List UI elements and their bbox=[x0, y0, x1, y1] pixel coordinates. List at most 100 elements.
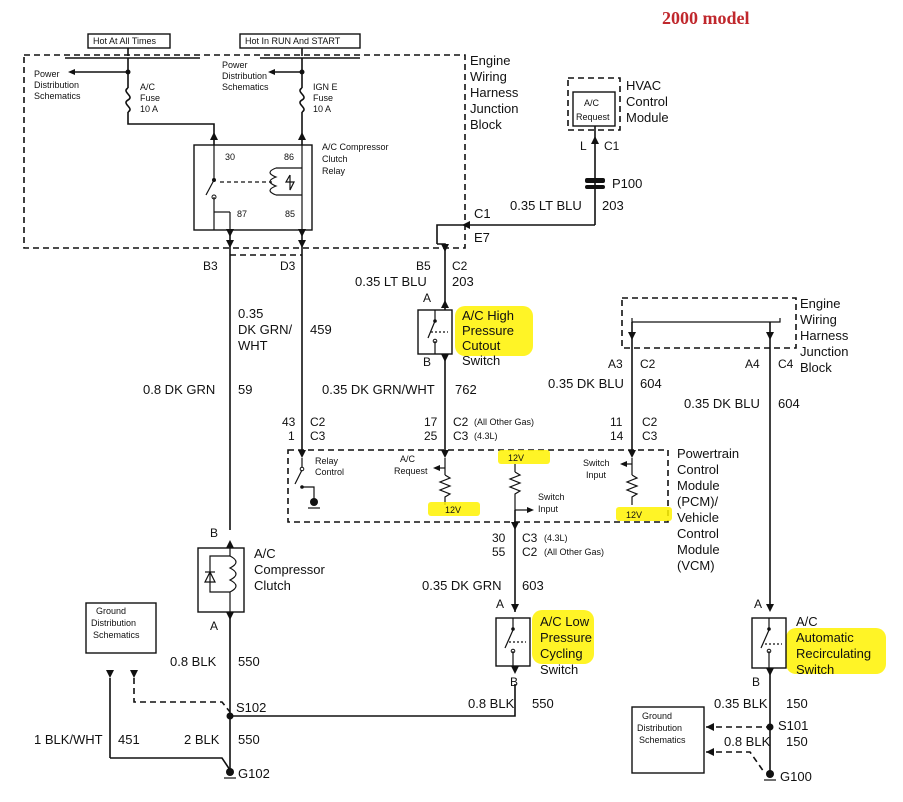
svg-text:WHT: WHT bbox=[238, 338, 268, 353]
svg-text:Junction: Junction bbox=[800, 344, 848, 359]
highlight-12v-a bbox=[428, 502, 480, 516]
svg-text:B: B bbox=[210, 526, 218, 540]
svg-text:0.35 LT BLU: 0.35 LT BLU bbox=[355, 274, 427, 289]
svg-text:604: 604 bbox=[640, 376, 662, 391]
svg-text:Harness: Harness bbox=[800, 328, 849, 343]
hot-in-run-start-label: Hot In RUN And START bbox=[239, 33, 361, 49]
ewhjb-right-border bbox=[621, 297, 797, 349]
svg-text:A/C: A/C bbox=[796, 614, 818, 629]
svg-text:12V: 12V bbox=[508, 453, 524, 463]
ac-fuse-label: A/C Fuse 10 A bbox=[140, 82, 160, 114]
svg-text:Schematics: Schematics bbox=[93, 630, 140, 640]
ground-g102: G102 bbox=[224, 766, 270, 781]
svg-text:2 BLK: 2 BLK bbox=[184, 732, 220, 747]
svg-text:0.8 DK GRN: 0.8 DK GRN bbox=[143, 382, 215, 397]
svg-text:C2: C2 bbox=[522, 545, 538, 559]
svg-text:0.8 BLK: 0.8 BLK bbox=[468, 696, 515, 711]
svg-text:14: 14 bbox=[610, 429, 624, 443]
wire-203-hvac-label: 0.35 LT BLU 203 bbox=[510, 198, 624, 213]
svg-text:A/C Low: A/C Low bbox=[540, 614, 590, 629]
wire-203-label: 0.35 LT BLU 203 bbox=[355, 274, 474, 289]
svg-text:762: 762 bbox=[455, 382, 477, 397]
svg-text:Schematics: Schematics bbox=[222, 82, 269, 92]
svg-text:Module: Module bbox=[677, 542, 720, 557]
relay-control-label: Relay Control bbox=[315, 456, 344, 477]
svg-text:C3: C3 bbox=[642, 429, 658, 443]
svg-text:Clutch: Clutch bbox=[322, 154, 348, 164]
p100-connector: P100 bbox=[585, 176, 642, 191]
wire-459-label: 0.35 DK GRN/ WHT 459 bbox=[238, 306, 332, 353]
hot-at-all-times-label: Hot At All Times bbox=[87, 33, 171, 49]
svg-text:1: 1 bbox=[288, 429, 295, 443]
svg-text:A: A bbox=[210, 619, 218, 633]
svg-text:10 A: 10 A bbox=[140, 104, 158, 114]
svg-text:Vehicle: Vehicle bbox=[677, 510, 719, 525]
pcm-label: Powertrain Control Module (PCM)/ Vehicle… bbox=[677, 446, 739, 573]
svg-text:Switch: Switch bbox=[583, 458, 610, 468]
highlight-recirc bbox=[786, 628, 886, 674]
hvac-module-border bbox=[567, 77, 621, 131]
ac-request-box bbox=[572, 91, 616, 127]
wire-604a-label: 0.35 DK BLU 604 bbox=[548, 376, 662, 391]
svg-text:550: 550 bbox=[238, 732, 260, 747]
svg-text:451: 451 bbox=[118, 732, 140, 747]
svg-text:Switch: Switch bbox=[462, 353, 500, 368]
pcm-pins-mid: 17 25 C2 C3 (All Other Gas) (4.3L) bbox=[424, 415, 534, 443]
svg-text:C1: C1 bbox=[604, 139, 620, 153]
svg-text:Junction: Junction bbox=[470, 101, 518, 116]
svg-text:Pressure: Pressure bbox=[462, 323, 514, 338]
svg-text:459: 459 bbox=[310, 322, 332, 337]
svg-text:(4.3L): (4.3L) bbox=[544, 533, 568, 543]
svg-text:A: A bbox=[754, 597, 762, 611]
svg-text:DK GRN/: DK GRN/ bbox=[238, 322, 293, 337]
svg-text:25: 25 bbox=[424, 429, 438, 443]
svg-text:Distribution: Distribution bbox=[34, 80, 79, 90]
highlight-12v-b bbox=[498, 450, 550, 464]
svg-text:(4.3L): (4.3L) bbox=[474, 431, 498, 441]
svg-text:Cycling: Cycling bbox=[540, 646, 583, 661]
svg-text:Control: Control bbox=[626, 94, 668, 109]
ground-dist-2-label: Ground Distribution Schematics bbox=[637, 711, 686, 745]
svg-text:(PCM)/: (PCM)/ bbox=[677, 494, 719, 509]
svg-text:43: 43 bbox=[282, 415, 296, 429]
svg-text:HVAC: HVAC bbox=[626, 78, 661, 93]
svg-text:A/C: A/C bbox=[400, 454, 416, 464]
splice-s101: S101 bbox=[778, 718, 808, 733]
pcm-pins-right: 11 14 C2 C3 bbox=[610, 415, 658, 443]
svg-text:Control: Control bbox=[677, 526, 719, 541]
wire-150b-label: 0.8 BLK 150 bbox=[724, 734, 808, 749]
wire-550a-label: 0.8 BLK 550 bbox=[170, 654, 260, 669]
svg-text:A: A bbox=[423, 291, 431, 305]
svg-text:Control: Control bbox=[677, 462, 719, 477]
svg-text:Hot At All Times: Hot At All Times bbox=[93, 36, 157, 46]
svg-text:Power: Power bbox=[34, 69, 60, 79]
svg-text:Powertrain: Powertrain bbox=[677, 446, 739, 461]
svg-text:0.8 BLK: 0.8 BLK bbox=[724, 734, 771, 749]
hvac-label: HVAC Control Module bbox=[626, 78, 669, 125]
svg-text:203: 203 bbox=[602, 198, 624, 213]
svg-text:(All Other Gas): (All Other Gas) bbox=[474, 417, 534, 427]
ac-compressor-clutch bbox=[197, 547, 245, 613]
svg-text:C4: C4 bbox=[778, 357, 794, 371]
svg-text:150: 150 bbox=[786, 696, 808, 711]
svg-text:Compressor: Compressor bbox=[254, 562, 325, 577]
svg-text:Wiring: Wiring bbox=[800, 312, 837, 327]
svg-text:C2: C2 bbox=[642, 415, 658, 429]
ac-fuse-icon bbox=[125, 87, 131, 113]
switch-input-label: Switch Input bbox=[538, 492, 565, 514]
svg-text:Cutout: Cutout bbox=[462, 338, 501, 353]
svg-text:Fuse: Fuse bbox=[140, 93, 160, 103]
svg-text:Block: Block bbox=[800, 360, 832, 375]
power-dist-1-label: Power Distribution Schematics bbox=[34, 69, 81, 101]
svg-text:Automatic: Automatic bbox=[796, 630, 854, 645]
svg-text:Switch: Switch bbox=[540, 662, 578, 677]
svg-text:0.35 DK GRN: 0.35 DK GRN bbox=[422, 578, 501, 593]
pcm-vcm-border bbox=[287, 449, 669, 523]
svg-text:C1: C1 bbox=[474, 206, 491, 221]
svg-text:604: 604 bbox=[778, 396, 800, 411]
wire-603-label: 0.35 DK GRN 603 bbox=[422, 578, 544, 593]
svg-text:Recirculating: Recirculating bbox=[796, 646, 871, 661]
svg-text:A/C: A/C bbox=[140, 82, 156, 92]
svg-text:203: 203 bbox=[452, 274, 474, 289]
